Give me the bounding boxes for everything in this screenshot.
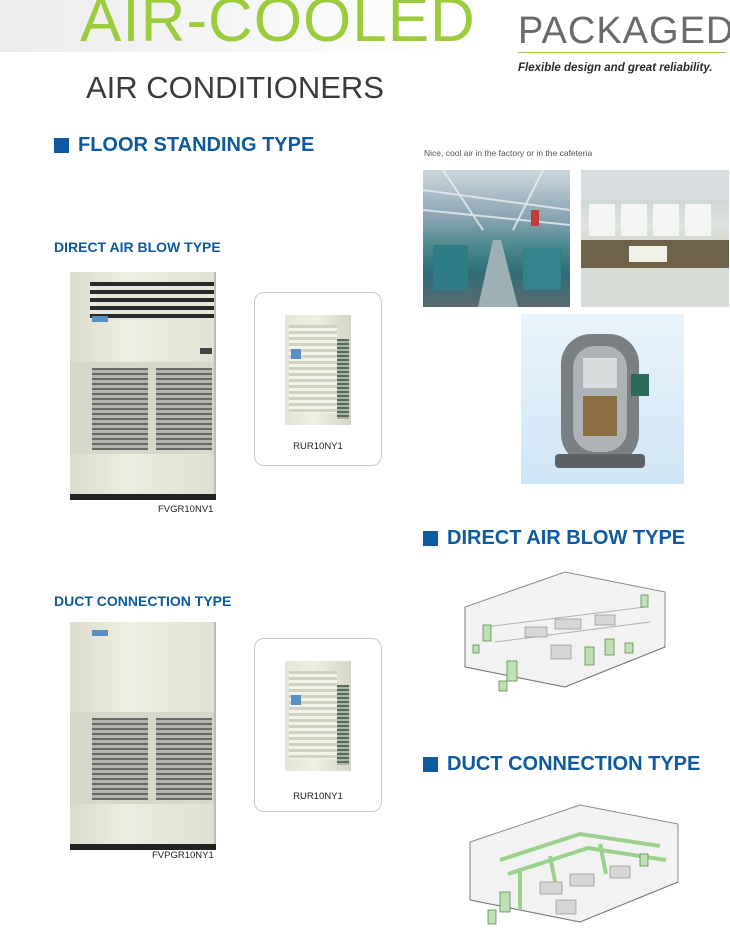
- outdoor-unit-image: [285, 661, 351, 771]
- outdoor-unit-card-duct: RUR10NY1: [254, 638, 382, 812]
- cafeteria-photo: [581, 170, 729, 307]
- subheading-direct-air-blow: DIRECT AIR BLOW TYPE: [54, 239, 221, 255]
- brand-logo-icon: [92, 630, 108, 636]
- subheading-duct-connection: DUCT CONNECTION TYPE: [54, 593, 232, 609]
- page-subtitle: AIR CONDITIONERS: [86, 70, 384, 105]
- section-heading-text: DUCT CONNECTION TYPE: [447, 753, 701, 775]
- compressor-image: [521, 314, 684, 484]
- brand-logo-icon: [291, 349, 301, 359]
- indoor-unit-image-direct: [70, 272, 222, 502]
- tagline: Flexible design and great reliability.: [518, 62, 713, 74]
- duct-connection-floor-diagram: [460, 800, 682, 942]
- model-label-indoor-duct: FVPGR10NY1: [152, 850, 214, 861]
- direct-air-blow-floor-diagram: [455, 567, 667, 707]
- section-heading-text: DIRECT AIR BLOW TYPE: [447, 527, 686, 549]
- brand-logo-icon: [92, 316, 108, 322]
- model-label-indoor-direct: FVGR10NV1: [158, 504, 214, 515]
- photo-caption: Nice, cool air in the factory or in the …: [424, 148, 593, 158]
- title-rule: [518, 52, 726, 53]
- bullet-square-icon: [423, 530, 438, 546]
- outdoor-unit-card-direct: RUR10NY1: [254, 292, 382, 466]
- section-heading-floor-standing: FLOOR STANDING TYPE: [54, 135, 314, 155]
- section-heading-direct-air-blow: DIRECT AIR BLOW TYPE: [423, 528, 685, 548]
- outdoor-unit-image: [285, 315, 351, 425]
- factory-photo: [423, 170, 570, 307]
- model-label-outdoor-direct: RUR10NY1: [293, 441, 343, 452]
- page-title-packaged: PACKAGED: [518, 10, 730, 52]
- section-heading-text: FLOOR STANDING TYPE: [78, 134, 315, 156]
- brand-logo-icon: [291, 695, 301, 705]
- title-band: [0, 0, 560, 52]
- section-heading-duct-connection: DUCT CONNECTION TYPE: [423, 754, 700, 774]
- page-title: AIR-COOLED: [80, 0, 476, 55]
- indoor-unit-image-duct: [70, 622, 222, 852]
- bullet-square-icon: [54, 137, 69, 153]
- bullet-square-icon: [423, 756, 438, 772]
- model-label-outdoor-duct: RUR10NY1: [293, 791, 343, 802]
